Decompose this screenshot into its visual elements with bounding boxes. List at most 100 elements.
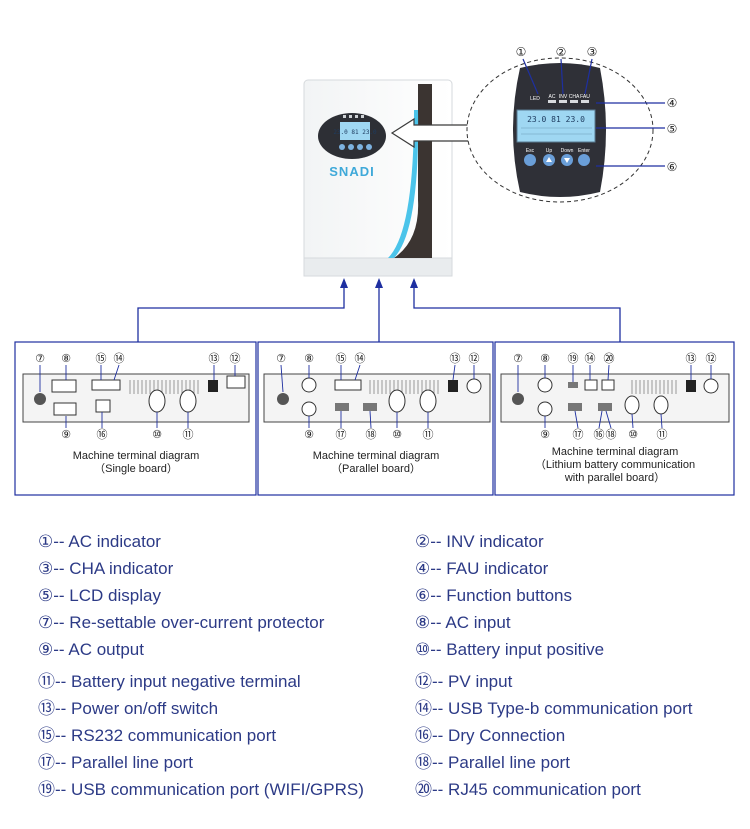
legend-item: ⑥-- Function buttons (415, 586, 572, 606)
enter-label: Enter (578, 148, 590, 154)
callout-10: ⑩ (152, 428, 162, 441)
up-label: Up (546, 148, 553, 154)
function-button[interactable] (339, 144, 345, 150)
callout-8: ⑧ (540, 352, 550, 365)
brand-logo: SNADI (329, 164, 374, 179)
legend-item: ⑬-- Power on/off switch (38, 699, 219, 719)
callout-10: ⑩ (392, 428, 402, 441)
connector-arrowheads (340, 278, 418, 288)
inv-label: INV (559, 94, 568, 100)
ac-label: AC (549, 94, 556, 100)
lithium-board-subtitle-2: with parallel board） (564, 471, 665, 484)
legend-item: ⑪-- Battery input negative terminal (38, 672, 301, 692)
callout-14: ⑭ (585, 352, 596, 365)
legend-item: ⑯-- Dry Connection (415, 726, 566, 746)
board-panel-lithium (494, 341, 735, 496)
legend-item: ⑲-- USB communication port (WIFI/GPRS) (38, 780, 364, 800)
enter-button[interactable] (578, 154, 590, 166)
legend-item: ④-- FAU indicator (415, 559, 549, 579)
connector-lines (137, 284, 621, 342)
board-leader-lines (39, 364, 712, 429)
callout-3: ③ (587, 45, 598, 59)
callout-11: ⑪ (423, 428, 434, 441)
parallel-board-title: Machine terminal diagram (313, 450, 440, 462)
parallel-board-subtitle: （Parallel board） (331, 462, 421, 475)
callout-11: ⑪ (657, 428, 668, 441)
callout-16: ⑯ (594, 428, 605, 441)
board-titles: Machine terminal diagram （Single board） … (73, 446, 695, 484)
zoom-buttons: Esc Up Down Enter (524, 148, 590, 166)
callout-12: ⑫ (230, 352, 241, 365)
callout-9: ⑨ (540, 428, 550, 441)
callout-15: ⑮ (336, 352, 347, 365)
indicator-leds (343, 115, 364, 118)
callout-14: ⑭ (114, 352, 125, 365)
legend-item: ⑮-- RS232 communication port (38, 726, 277, 746)
callout-8: ⑧ (61, 352, 71, 365)
control-panel: 23.0 81 23.0 (318, 113, 386, 159)
lithium-board-title: Machine terminal diagram (552, 446, 679, 458)
board-callouts: ⑦ ⑧ ⑮ ⑭ ⑬ ⑫ ⑨ ⑯ ⑩ ⑪ ⑦ ⑧ ⑮ ⑭ ⑬ ⑫ ⑨ ⑰ ⑱ ⑩ … (35, 352, 716, 441)
function-button[interactable] (366, 144, 372, 150)
callout-2: ② (556, 45, 567, 59)
callout-7: ⑦ (35, 352, 45, 365)
down-label: Down (561, 148, 574, 154)
callout-10: ⑩ (628, 428, 638, 441)
callout-12: ⑫ (706, 352, 717, 365)
zoom-lcd (516, 109, 596, 143)
legend-item: ⑧-- AC input (415, 613, 511, 633)
inverter-unit: 23.0 81 23.0 SNADI (303, 79, 453, 277)
board-panel-single (14, 341, 257, 496)
callout-7: ⑦ (276, 352, 286, 365)
legend-item: ⑦-- Re-settable over-current protector (38, 613, 325, 633)
zoom-lcd-readout: 23.0 81 23.0 (527, 115, 585, 124)
callout-15: ⑮ (96, 352, 107, 365)
callout-6: ⑥ (667, 160, 678, 174)
lithium-board-subtitle: （Lithium battery communication (535, 458, 695, 471)
single-board-subtitle: （Single board） (94, 462, 178, 475)
legend-item: ⑨-- AC output (38, 640, 144, 660)
callout-11: ⑪ (183, 428, 194, 441)
legend-item: ⑫-- PV input (415, 672, 513, 692)
legend-item: ⑱-- Parallel line port (415, 753, 570, 773)
callout-9: ⑨ (304, 428, 314, 441)
callout-19: ⑲ (568, 352, 579, 365)
callout-8: ⑧ (304, 352, 314, 365)
callout-18: ⑱ (606, 428, 617, 441)
callout-7: ⑦ (513, 352, 523, 365)
callout-18: ⑱ (366, 428, 377, 441)
legend-item: ⑭-- USB Type-b communication port (415, 699, 693, 719)
legend-item: ③-- CHA indicator (38, 559, 174, 579)
callout-4: ④ (667, 96, 678, 110)
callout-16: ⑯ (97, 428, 108, 441)
zoom-detail: LED AC INV CHA FAU 23.0 81 23.0 Esc Up D… (466, 57, 654, 203)
board-panel-parallel (257, 341, 494, 496)
callout-14: ⑭ (355, 352, 366, 365)
single-board-title: Machine terminal diagram (73, 450, 200, 462)
function-button[interactable] (357, 144, 363, 150)
legend-item: ①-- AC indicator (38, 532, 161, 552)
callout-17: ⑰ (336, 428, 347, 441)
callout-9: ⑨ (61, 428, 71, 441)
legend-item: ⑤-- LCD display (38, 586, 161, 606)
fau-label: FAU (580, 94, 590, 100)
esc-button[interactable] (524, 154, 536, 166)
cha-label: CHA (569, 94, 580, 100)
callout-20: ⑳ (604, 352, 615, 365)
esc-label: Esc (526, 148, 535, 154)
legend-item: ⑰-- Parallel line port (38, 753, 193, 773)
legend-item: ⑩-- Battery input positive (415, 640, 605, 660)
lcd-display (340, 122, 370, 140)
callout-13: ⑬ (686, 352, 697, 365)
zoom-indicators: LED AC INV CHA FAU (530, 94, 590, 103)
legend: ①-- AC indicator ③-- CHA indicator ⑤-- L… (0, 520, 750, 820)
callout-1: ① (516, 45, 527, 59)
led-label: LED (530, 96, 540, 102)
callout-5: ⑤ (667, 122, 678, 136)
function-button[interactable] (348, 144, 354, 150)
callout-12: ⑫ (469, 352, 480, 365)
callout-13: ⑬ (209, 352, 220, 365)
legend-item: ②-- INV indicator (415, 532, 544, 552)
legend-item: ⑳-- RJ45 communication port (415, 780, 641, 800)
